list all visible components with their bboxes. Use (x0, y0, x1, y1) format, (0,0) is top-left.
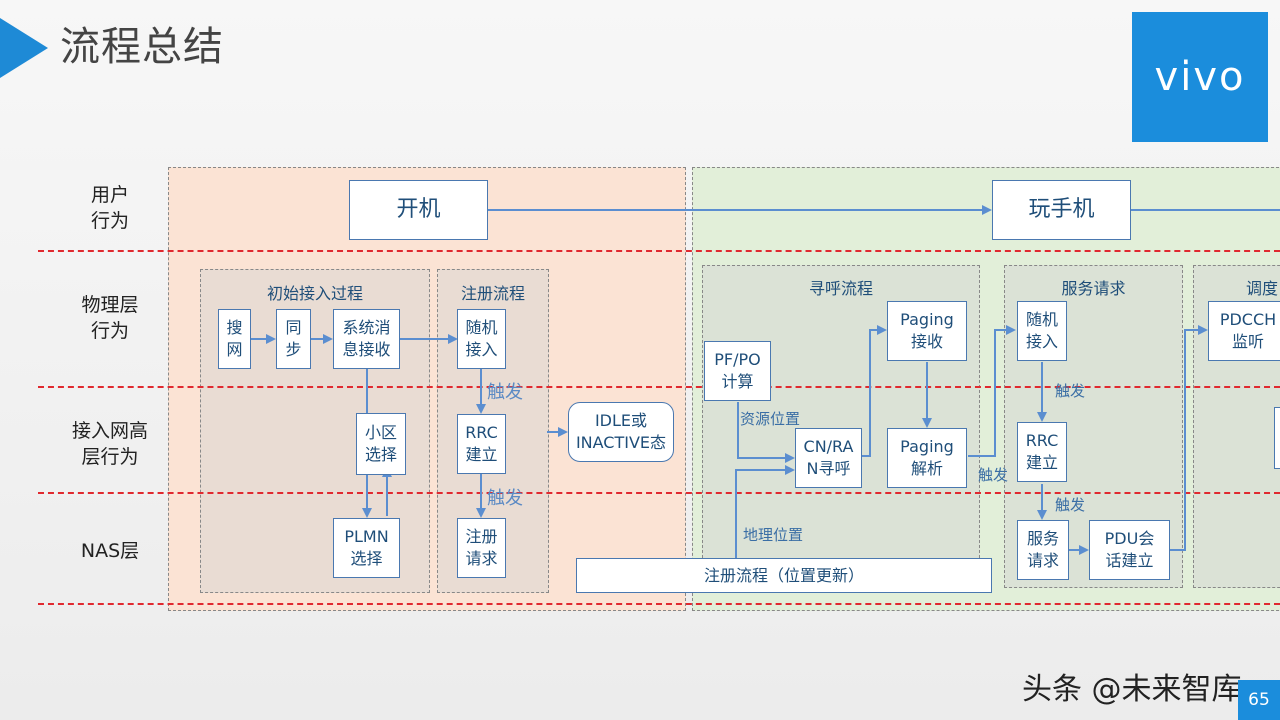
lane-label-physical: 物理层 行为 (81, 294, 139, 342)
node-rrc-setup-2: RRC 建立 (1017, 422, 1067, 482)
node-pf-po: PF/PO 计算 (704, 341, 771, 401)
edge-label-trigger: 触发 (1055, 382, 1086, 400)
node-random-access-1: 随机 接入 (457, 309, 506, 369)
node-pdu-setup: PDU会 话建立 (1089, 520, 1170, 580)
node-reg-update: 注册流程（位置更新） (576, 558, 992, 593)
lane-label-access-network: 接入网高 层行为 (71, 420, 148, 468)
edge-label-resource-position: 资源位置 (740, 410, 801, 428)
node-sync: 同 步 (276, 309, 311, 369)
edge-label-geo-position: 地理位置 (743, 526, 804, 544)
node-scheduling-partial (1274, 407, 1280, 469)
group-title: 服务请求 (1061, 279, 1126, 298)
lane-divider (38, 386, 1280, 388)
lane-label-nas: NAS层 (80, 540, 140, 562)
node-idle-state: IDLE或 INACTIVE态 (568, 402, 674, 462)
lane-label-user: 用户 行为 (90, 184, 129, 232)
group-title: 初始接入过程 (266, 284, 363, 303)
node-service-req: 服务 请求 (1017, 520, 1069, 580)
node-random-access-2: 随机 接入 (1017, 301, 1067, 361)
lane-divider (38, 492, 1280, 494)
edge-label-trigger: 触发 (978, 466, 1009, 484)
node-paging-parse: Paging 解析 (887, 428, 967, 488)
title-arrow-icon (0, 18, 48, 78)
page-title: 流程总结 (60, 24, 224, 70)
node-cn-ran-paging: CN/RA N寻呼 (795, 428, 862, 488)
node-pdcch-monitor: PDCCH 监听 (1208, 301, 1280, 361)
edge-label-trigger: 触发 (487, 382, 523, 403)
lane-divider (38, 603, 1280, 605)
node-cell-select: 小区 选择 (356, 413, 406, 475)
node-power-on: 开机 (349, 180, 488, 240)
lane-divider (38, 250, 1280, 252)
group-title: 调度 (1246, 279, 1279, 298)
watermark-text: 头条 @未来智库 (1022, 672, 1242, 707)
group-title: 寻呼流程 (808, 279, 873, 298)
edge-label-trigger: 触发 (487, 488, 523, 509)
phase-power-on-region (168, 167, 686, 611)
node-reg-request: 注册 请求 (457, 518, 506, 578)
edge-label-trigger: 触发 (1055, 496, 1086, 514)
node-paging-rx: Paging 接收 (887, 301, 967, 361)
node-use-phone: 玩手机 (992, 180, 1131, 240)
node-rrc-setup-1: RRC 建立 (457, 414, 506, 474)
node-plmn-select: PLMN 选择 (333, 518, 400, 578)
page-number: 65 (1238, 680, 1280, 720)
node-search-network: 搜 网 (218, 309, 251, 369)
group-title: 注册流程 (460, 284, 525, 303)
node-sysinfo-rx: 系统消 息接收 (333, 309, 400, 369)
vivo-logo: vivo (1132, 12, 1268, 142)
